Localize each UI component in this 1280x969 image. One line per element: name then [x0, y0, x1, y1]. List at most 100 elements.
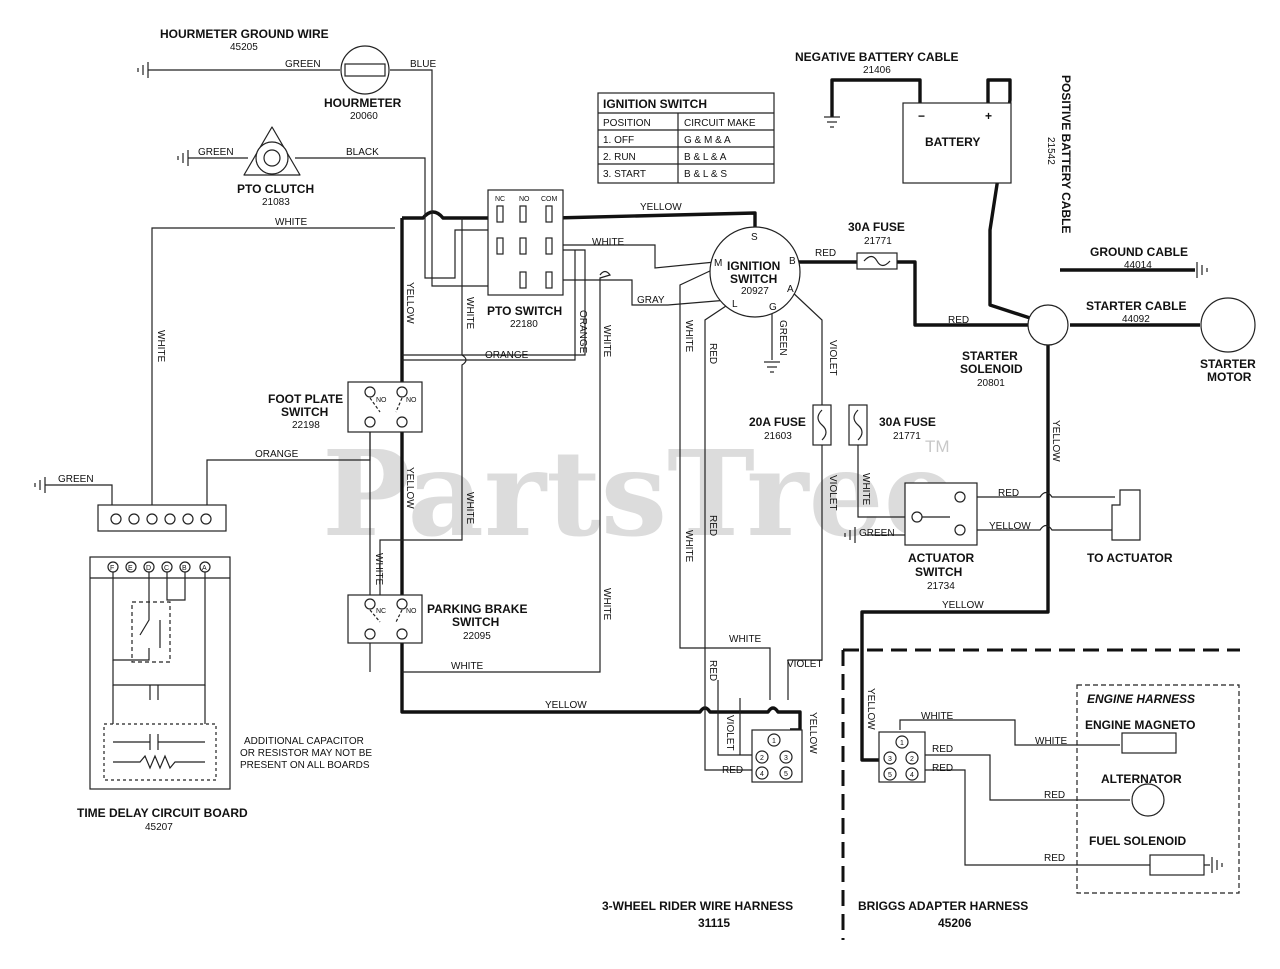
pto-switch-label: PTO SWITCH — [487, 304, 562, 318]
starter-motor: STARTER MOTOR — [1200, 297, 1256, 384]
parking-brake-part: 22095 — [463, 631, 491, 642]
wire-label: BLACK — [346, 147, 379, 158]
fuse-20a-label: 20A FUSE — [749, 415, 806, 429]
pin: 1 — [772, 738, 776, 745]
fuse-30a-label: 30A FUSE — [879, 415, 936, 429]
pin: 3 — [888, 756, 892, 763]
hourmeter-part: 20060 — [350, 111, 378, 122]
actuator-switch-part: 21734 — [927, 581, 955, 592]
foot-plate-label: FOOT PLATE — [268, 392, 343, 406]
fuses-mid: 20A FUSE 21603 30A FUSE 21771 — [749, 404, 936, 446]
rider-harness-part: 31115 — [698, 916, 730, 930]
pto-switch: NC NO COM PTO SWITCH 22180 — [487, 189, 564, 330]
wire-label: RED — [707, 660, 718, 681]
wire-label: RED — [815, 248, 836, 259]
wire-label: ORANGE — [255, 449, 299, 460]
foot-plate-switch: NO NO FOOT PLATE SWITCH 22198 — [268, 381, 423, 433]
actuator-switch-label: SWITCH — [915, 565, 962, 579]
pto-clutch-label: PTO CLUTCH — [237, 182, 314, 196]
ignition-table: IGNITION SWITCH POSITION CIRCUIT MAKE 1.… — [597, 92, 775, 184]
rider-harness-label: 3-WHEEL RIDER WIRE HARNESS — [602, 899, 793, 913]
starter-motor-label: STARTER — [1200, 357, 1256, 371]
pos-cable-label: POSITIVE BATTERY CABLE — [1059, 75, 1073, 233]
wire-label: YELLOW — [989, 521, 1031, 532]
ignition-table-cell: B & L & S — [684, 169, 727, 180]
ignition-table-header: POSITION — [603, 118, 651, 129]
neg-cable-label: NEGATIVE BATTERY CABLE — [795, 50, 959, 64]
capacitor-note: PRESENT ON ALL BOARDS — [240, 760, 370, 771]
hourmeter-label: HOURMETER — [324, 96, 402, 110]
pos-cable-label-group: POSITIVE BATTERY CABLE 21542 — [1045, 75, 1073, 233]
ignition-term: L — [732, 299, 738, 310]
ground-icon — [1196, 262, 1208, 278]
to-actuator: TO ACTUATOR — [1087, 489, 1173, 565]
wire-color-labels: GREEN BLUE GREEN BLACK WHITE YELLOW WHIT… — [58, 59, 1068, 864]
parking-brake-switch: NC NO PARKING BRAKE SWITCH 22095 — [347, 594, 527, 644]
wire-label: RED — [948, 315, 969, 326]
ground-icon — [844, 527, 856, 543]
brake-term: NO — [406, 608, 417, 615]
ignition-term: M — [714, 258, 722, 269]
battery-pos: + — [985, 109, 992, 123]
starter-solenoid: STARTER SOLENOID 20801 GROUND CABLE 4401… — [960, 245, 1188, 389]
pto-clutch-part: 21083 — [262, 197, 290, 208]
wire-label: WHITE — [155, 330, 166, 363]
wire-label: WHITE — [860, 473, 871, 506]
pto-term-nc: NC — [495, 196, 505, 203]
wire-label: RED — [722, 765, 743, 776]
pin: 1 — [900, 740, 904, 747]
ignition-table-header: CIRCUIT MAKE — [684, 118, 756, 129]
wire-label: RED — [707, 343, 718, 364]
wire-label: WHITE — [729, 634, 762, 645]
pin: 4 — [760, 771, 764, 778]
actuator-switch: ACTUATOR SWITCH 21734 — [904, 482, 978, 592]
wire-label: WHITE — [601, 325, 612, 358]
neg-cable-part: 21406 — [863, 65, 891, 76]
board-pin: C — [164, 565, 169, 572]
solenoid-part: 20801 — [977, 378, 1005, 389]
wire-label: WHITE — [921, 711, 954, 722]
wire-label: YELLOW — [404, 282, 415, 324]
wire-label: YELLOW — [807, 712, 818, 754]
wire-label: WHITE — [373, 553, 384, 586]
pin: 2 — [760, 755, 764, 762]
fuse-30a-top: 30A FUSE 21771 — [848, 220, 905, 270]
fuse-30a-part: 21771 — [893, 431, 921, 442]
pin: 4 — [910, 772, 914, 779]
wire-label: RED — [1044, 790, 1065, 801]
pin: 5 — [784, 771, 788, 778]
ignition-switch: IGNITION SWITCH 20927 S M B L G A — [709, 226, 801, 318]
ignition-term: S — [751, 232, 758, 243]
wire-label: WHITE — [275, 217, 308, 228]
wire-label: WHITE — [451, 661, 484, 672]
wire-label: VIOLET — [827, 475, 838, 511]
wire-label: YELLOW — [1050, 420, 1061, 462]
ignition-table-cell: 2. RUN — [603, 152, 636, 163]
wire-label: RED — [932, 763, 953, 774]
engine-harness-title: ENGINE HARNESS — [1087, 692, 1195, 706]
ground-symbols — [34, 62, 1223, 873]
ignition-switch-part: 20927 — [741, 286, 769, 297]
hourmeter: HOURMETER GROUND WIRE 45205 HOURMETER 20… — [160, 27, 402, 122]
wire-label: WHITE — [683, 530, 694, 563]
ignition-term: A — [787, 284, 794, 295]
wire-label: RED — [707, 515, 718, 536]
pto-switch-part: 22180 — [510, 319, 538, 330]
foot-plate-label: SWITCH — [281, 405, 328, 419]
wire-label: RED — [998, 488, 1019, 499]
capacitor-note: OR RESISTOR MAY NOT BE — [240, 748, 372, 759]
wire-label: YELLOW — [545, 700, 587, 711]
board-pin: F — [110, 565, 114, 572]
battery-neg: − — [918, 109, 925, 123]
starter-cable-label: STARTER CABLE — [1086, 299, 1186, 313]
pto-term-com: COM — [541, 196, 558, 203]
briggs-harness-part: 45206 — [938, 916, 972, 930]
to-actuator-label: TO ACTUATOR — [1087, 551, 1173, 565]
wire-label: YELLOW — [942, 600, 984, 611]
wire-label: GREEN — [198, 147, 234, 158]
fuse-part: 21771 — [864, 236, 892, 247]
foot-term: NO — [406, 397, 417, 404]
wire-label: YELLOW — [640, 202, 682, 213]
ignition-table-cell: G & M & A — [684, 135, 731, 146]
time-delay-label: TIME DELAY CIRCUIT BOARD — [77, 806, 248, 820]
